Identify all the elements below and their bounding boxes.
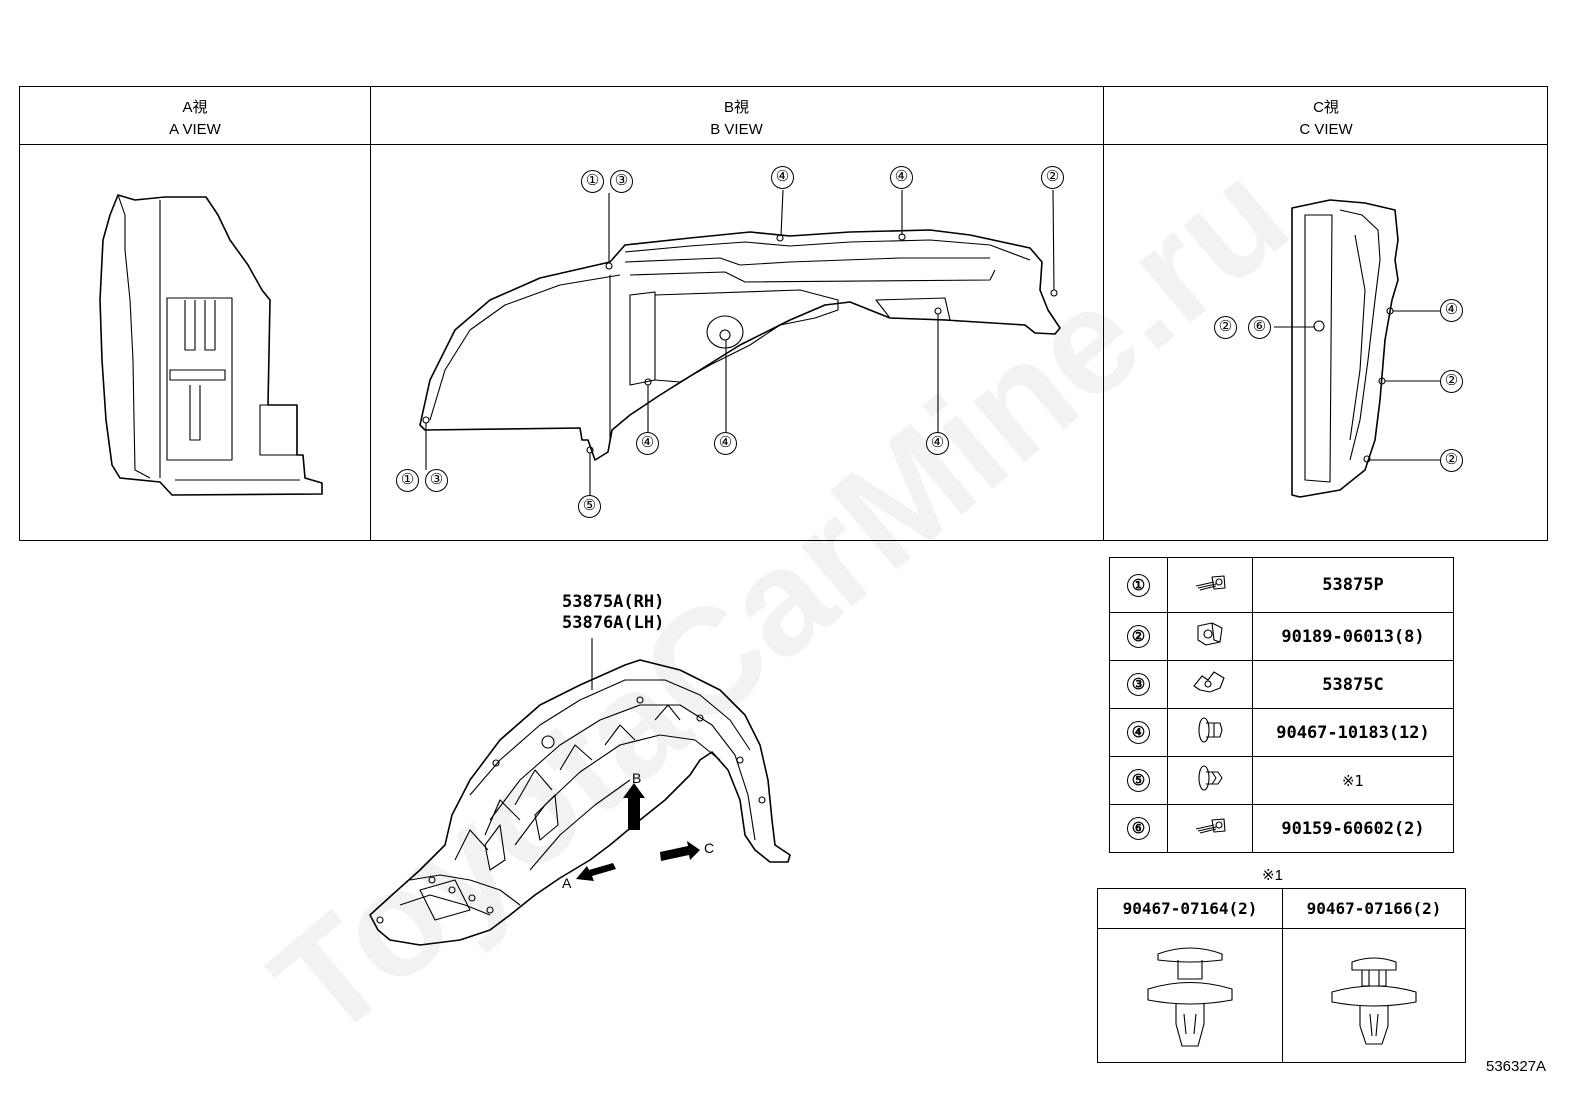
push-rivet-clip-icon xyxy=(1097,928,1283,1063)
callout-2: ② xyxy=(1440,370,1463,393)
callout-6: ⑥ xyxy=(1248,316,1271,339)
header-divider xyxy=(20,144,1547,145)
callout-3: ③ xyxy=(610,170,633,193)
part-number: 53875C xyxy=(1252,660,1454,709)
callout-4: ④ xyxy=(714,432,737,455)
callout-3: ③ xyxy=(425,469,448,492)
part-number-marker: ⑤ xyxy=(1127,769,1150,792)
callout-1: ① xyxy=(396,469,419,492)
callout-2: ② xyxy=(1214,316,1237,339)
callout-1: ① xyxy=(581,170,604,193)
part-number: 53875P xyxy=(1252,557,1454,613)
table-row: 90467-07164(2) 90467-07166(2) xyxy=(1097,888,1466,929)
table-row: ⑥ 90159-60602(2) xyxy=(1109,804,1454,853)
table-row: ① 53875P xyxy=(1109,557,1454,613)
view-divider xyxy=(370,87,371,540)
spring-clip-icon xyxy=(1167,660,1253,709)
part-number-marker: ① xyxy=(1127,573,1150,597)
part-number: ※1 xyxy=(1252,756,1454,805)
part-number-marker: ⑥ xyxy=(1127,817,1150,840)
push-clip-icon xyxy=(1167,708,1253,757)
part-number-marker: ④ xyxy=(1127,721,1150,744)
push-clip-icon xyxy=(1167,756,1253,805)
part-number: 90189-06013(8) xyxy=(1252,612,1454,661)
push-rivet-clip-icon xyxy=(1282,928,1466,1063)
nut-clip-icon xyxy=(1167,612,1253,661)
part-number-marker: ② xyxy=(1127,625,1150,648)
part-number: 90467-10183(12) xyxy=(1252,708,1454,757)
table-row: ③ 53875C xyxy=(1109,660,1454,709)
table-row: ④ 90467-10183(12) xyxy=(1109,708,1454,757)
table-row: ② 90189-06013(8) xyxy=(1109,612,1454,661)
part-number: 90159-60602(2) xyxy=(1252,804,1454,853)
callout-4: ④ xyxy=(636,432,659,455)
figure-id: 536327A xyxy=(1486,1058,1547,1075)
screw-icon xyxy=(1167,804,1253,853)
arrow-b-label: B xyxy=(632,770,642,786)
arrow-c-label: C xyxy=(704,840,715,856)
callout-5: ⑤ xyxy=(578,495,601,518)
clip-part-number: 90467-07164(2) xyxy=(1097,888,1283,929)
note-mark: ※1 xyxy=(1262,867,1283,884)
part-number-marker: ③ xyxy=(1127,673,1150,696)
arrow-a-label: A xyxy=(562,875,572,891)
parts-table: ① 53875P ② 90189-06013(8) ③ 53875C ④ 904… xyxy=(1109,557,1454,853)
callout-4: ④ xyxy=(926,432,949,455)
callout-4: ④ xyxy=(890,166,913,189)
screw-icon xyxy=(1167,557,1253,613)
table-row: ⑤ ※1 xyxy=(1109,756,1454,805)
clip-table: 90467-07164(2) 90467-07166(2) xyxy=(1097,888,1466,1063)
callout-2: ② xyxy=(1440,449,1463,472)
view-divider xyxy=(1103,87,1104,540)
clip-part-number: 90467-07166(2) xyxy=(1282,888,1466,929)
main-part-label: 53875A(RH) 53876A(LH) xyxy=(562,592,665,633)
callout-2: ② xyxy=(1041,166,1064,189)
callout-4: ④ xyxy=(1440,299,1463,322)
table-row xyxy=(1097,928,1466,1063)
callout-4: ④ xyxy=(771,166,794,189)
